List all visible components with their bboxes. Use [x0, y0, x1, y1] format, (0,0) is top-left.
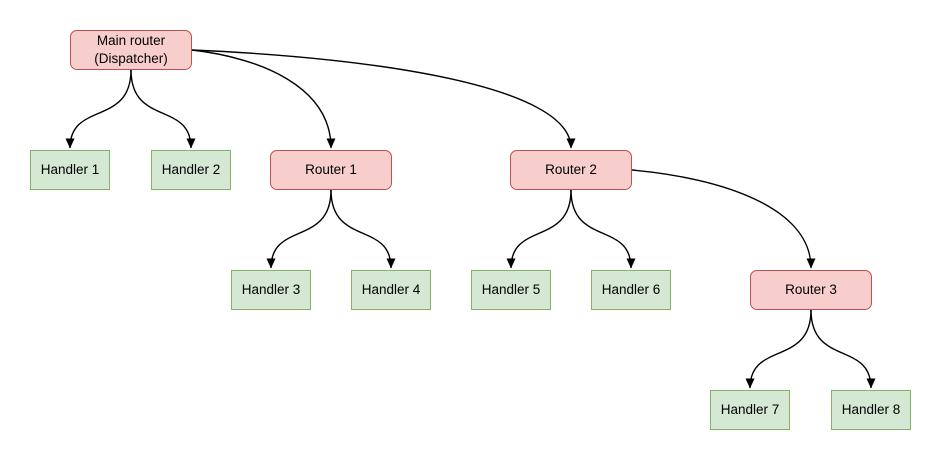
node-r1-router: Router 1: [270, 150, 392, 190]
node-h3-handler: Handler 3: [231, 270, 311, 310]
edge-r3-to-h8: [810, 309, 876, 389]
edge-r2-to-r3: [631, 169, 816, 269]
node-h1-handler: Handler 1: [30, 150, 110, 190]
node-h4-handler: Handler 4: [351, 270, 431, 310]
edge-r2-to-h5: [506, 189, 572, 269]
node-main-router: Main router (Dispatcher): [70, 30, 192, 70]
edge-main-to-r1: [191, 49, 336, 149]
node-r2-router: Router 2: [510, 150, 632, 190]
edge-r1-to-h4: [330, 189, 396, 269]
node-h7-handler: Handler 7: [710, 390, 790, 430]
edge-r1-to-h3: [266, 189, 332, 269]
edge-main-to-r2: [191, 49, 576, 149]
node-h6-handler: Handler 6: [591, 270, 671, 310]
node-h8-handler: Handler 8: [831, 390, 911, 430]
edge-main-to-h2: [130, 69, 196, 149]
edge-r3-to-h7: [745, 309, 812, 389]
node-h5-handler: Handler 5: [471, 270, 551, 310]
node-r3-router: Router 3: [750, 270, 872, 310]
edge-r2-to-h6: [570, 189, 636, 269]
edge-main-to-h1: [65, 69, 132, 149]
node-h2-handler: Handler 2: [151, 150, 231, 190]
